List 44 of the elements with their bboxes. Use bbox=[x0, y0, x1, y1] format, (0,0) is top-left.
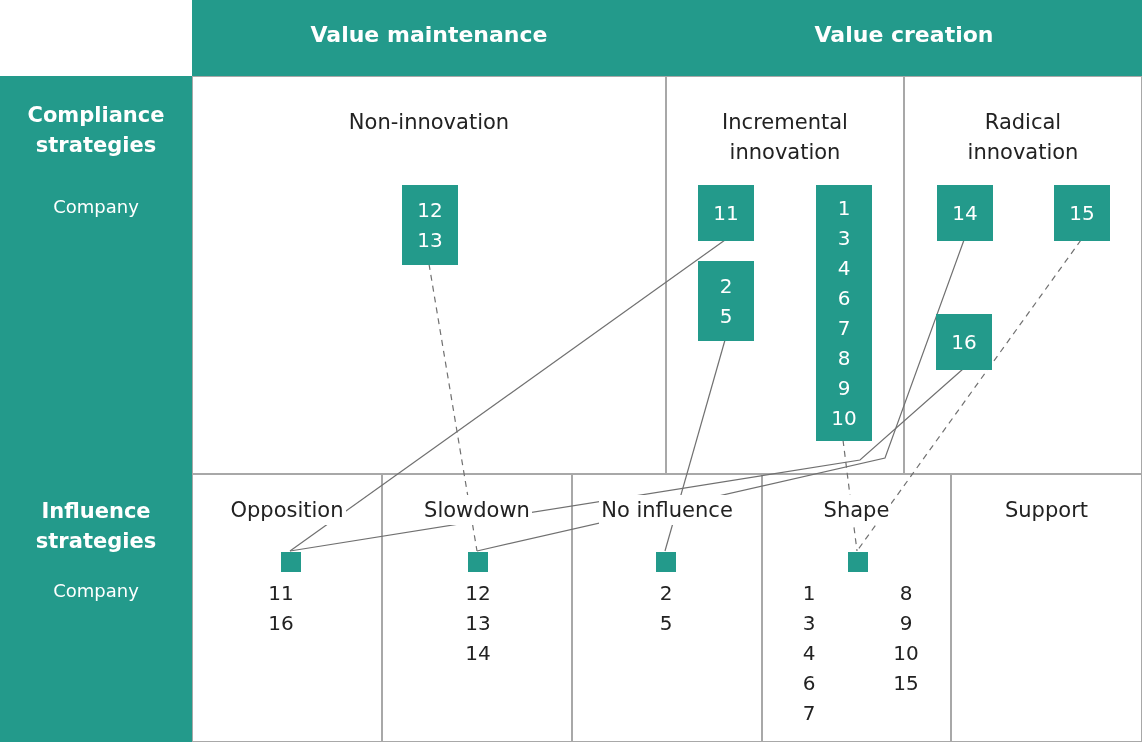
row-header-band bbox=[0, 76, 192, 474]
number-box: 15 bbox=[1054, 185, 1110, 241]
header-band bbox=[192, 0, 666, 76]
matrix-cell bbox=[904, 76, 1142, 474]
marker-square bbox=[468, 552, 488, 572]
row-subheading: Company bbox=[52, 580, 140, 601]
header-band bbox=[666, 0, 1142, 76]
matrix-cell bbox=[382, 474, 572, 742]
number-box: 16 bbox=[936, 314, 992, 370]
number-box: 11 bbox=[698, 185, 754, 241]
number-box: 1 3 4 6 7 8 9 10 bbox=[816, 185, 872, 441]
cell-heading: Slowdown bbox=[422, 495, 532, 525]
marker-square bbox=[848, 552, 868, 572]
matrix-cell bbox=[762, 474, 951, 742]
matrix-cell bbox=[951, 474, 1142, 742]
cell-heading: Shape bbox=[821, 495, 892, 525]
number-list: 2 5 bbox=[636, 578, 696, 638]
connector-line bbox=[476, 239, 965, 552]
number-list: 12 13 14 bbox=[448, 578, 508, 668]
column-heading: Value maintenance bbox=[309, 22, 549, 47]
number-list: 1 3 4 6 7 bbox=[789, 578, 829, 728]
marker-square bbox=[281, 552, 301, 572]
number-list: 8 9 10 15 bbox=[876, 578, 936, 698]
matrix-cell bbox=[192, 76, 666, 474]
column-heading: Value creation bbox=[813, 22, 995, 47]
row-heading: Influence strategies bbox=[34, 498, 158, 555]
matrix-cell bbox=[192, 474, 382, 742]
matrix-cell bbox=[572, 474, 762, 742]
matrix-cell bbox=[666, 76, 904, 474]
connector-line bbox=[856, 239, 1082, 552]
cell-heading: No influence bbox=[599, 495, 735, 525]
connector-line bbox=[428, 263, 478, 552]
connector-line bbox=[842, 439, 858, 552]
connector-line bbox=[289, 368, 964, 552]
row-heading: Compliance strategies bbox=[26, 102, 166, 159]
number-box: 2 5 bbox=[698, 261, 754, 341]
row-header-band bbox=[0, 474, 192, 742]
marker-square bbox=[656, 552, 676, 572]
number-box: 12 13 bbox=[402, 185, 458, 265]
number-box: 14 bbox=[937, 185, 993, 241]
row-subheading: Company bbox=[52, 196, 140, 217]
connector-line bbox=[664, 339, 726, 552]
number-list: 11 16 bbox=[261, 578, 301, 638]
connector-line bbox=[289, 239, 726, 552]
